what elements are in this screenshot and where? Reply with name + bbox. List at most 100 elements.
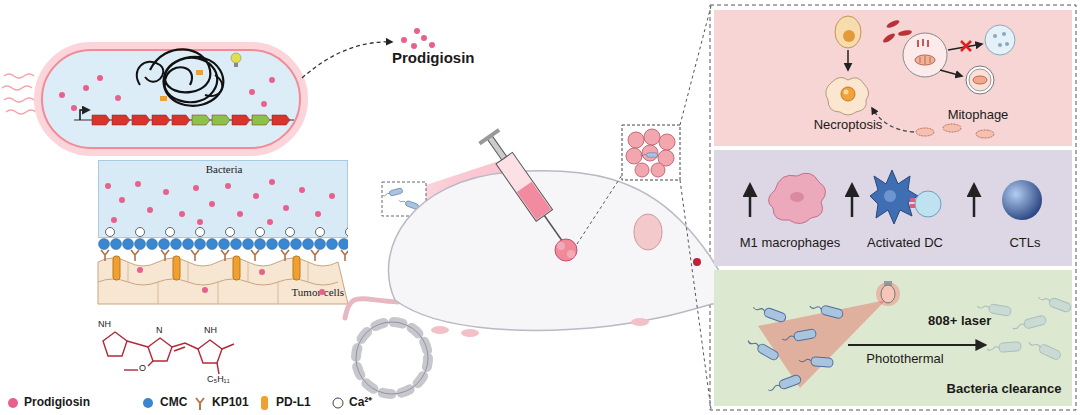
node-label: 808+ laser (928, 314, 1028, 329)
engineered-bacterium (59, 92, 65, 98)
engineered-bacterium (38, 46, 304, 152)
photothermal-box: 808+ laserPhotothermalBacteria clearance (714, 270, 1072, 406)
legend-swatch (261, 396, 268, 410)
secretion-arrow (421, 35, 427, 41)
node-label: Activated DC (855, 236, 955, 251)
legend-shapes (333, 398, 343, 408)
secretion-arrow (429, 42, 435, 48)
engineered-bacterium (115, 95, 121, 101)
engineered-bacterium (234, 63, 238, 67)
secretion-arrow (411, 43, 417, 49)
engineered-bacterium (192, 115, 210, 125)
mouse (693, 258, 701, 266)
engineered-bacterium (269, 77, 275, 83)
engineered-bacterium (137, 62, 223, 96)
radio-waves (2, 86, 32, 90)
legend-label: CMC (160, 396, 187, 409)
engineered-bacterium (252, 115, 270, 125)
syringe (517, 182, 551, 220)
engineered-bacterium (196, 70, 203, 75)
bacteria-layer: Bacteria (98, 160, 348, 238)
legend-swatch (143, 398, 153, 408)
engineered-bacterium (80, 110, 89, 120)
tumor-cell-layer (128, 262, 308, 304)
bacteria-layer-detail (233, 256, 240, 280)
legend-label: PD-L1 (276, 396, 311, 409)
engineered-bacterium (212, 115, 230, 125)
syringe (478, 128, 571, 247)
engineered-bacterium (92, 115, 290, 125)
engineered-bacterium (42, 50, 300, 148)
tumor-zoom (622, 125, 680, 180)
tumor-zoom (659, 134, 675, 150)
legend-label: Ca²⁺ (349, 396, 372, 409)
legend-label: KP101 (212, 396, 249, 409)
legend-label: Prodigiosin (24, 396, 90, 409)
prodigiosin-structure (198, 340, 222, 363)
mouse (555, 239, 577, 261)
engineered-bacterium (97, 75, 103, 81)
engineered-bacterium (38, 46, 304, 152)
syringe (487, 136, 506, 160)
mouse (345, 299, 398, 318)
prodigiosin-structure (172, 343, 198, 351)
prodigiosin-structure (127, 341, 148, 347)
node-label: Bacteria (99, 163, 349, 176)
prodigiosin-structure (148, 361, 153, 366)
tumor-zoom (651, 163, 665, 177)
tumor-cell-layer (98, 258, 348, 304)
node-label: Photothermal (855, 352, 955, 367)
node-label: Tumor cells (248, 286, 344, 299)
kp101-peptide (356, 322, 428, 394)
secretion-arrow (414, 28, 420, 34)
atom-label: NH (204, 326, 217, 336)
secretion-arrow (401, 37, 407, 43)
bacteria-layer-detail (293, 256, 300, 280)
injection-beam (398, 198, 419, 210)
syringe (544, 215, 561, 240)
tumor-cell-layer: Tumor cells (98, 256, 348, 304)
node-label: CTLs (995, 236, 1055, 251)
secretion-arrow (401, 28, 435, 49)
prodigiosin-structure (217, 363, 219, 374)
bacteria-layer-detail (98, 249, 348, 261)
engineered-bacterium (112, 115, 130, 125)
mouse (461, 329, 479, 337)
cell-death-box: NecroptosisMitophage (714, 10, 1072, 146)
radio-waves (2, 74, 36, 114)
bacteria-layer-detail (259, 269, 265, 275)
prodigiosin-structure (148, 338, 172, 361)
radio-waves (4, 74, 34, 78)
engineered-bacterium (172, 115, 190, 125)
mechanism-panel-outline (710, 5, 1076, 410)
engineered-bacterium (59, 75, 275, 111)
syringe (496, 152, 553, 221)
node-label: Necroptosis (808, 118, 888, 133)
prodigiosin-structure (103, 332, 127, 356)
bacteria-layer-detail (113, 256, 120, 280)
engineered-bacterium (272, 115, 290, 125)
tumor-zoom (628, 132, 644, 148)
atom-label: O (139, 364, 146, 374)
bacteria-layer-detail (113, 256, 300, 280)
mouse (631, 318, 649, 326)
tumor-zoom (641, 153, 658, 158)
kp101-peptide (356, 322, 428, 394)
engineered-bacterium (71, 105, 77, 111)
tumor-zoom (680, 180, 711, 409)
engineered-bacterium (160, 96, 167, 101)
engineered-bacterium (231, 53, 241, 63)
radio-waves (4, 98, 34, 102)
immune-box: M1 macrophagesActivated DCCTLs (714, 150, 1072, 266)
bacteria-layer-detail (202, 287, 208, 293)
engineered-bacterium (132, 115, 150, 125)
engineered-bacterium (232, 115, 250, 125)
engineered-bacterium (83, 85, 89, 91)
tumor-zoom (626, 148, 642, 164)
engineered-bacterium (249, 89, 255, 95)
kp101-peptide (356, 322, 428, 394)
tumor-zoom (626, 129, 675, 177)
engineered-bacterium (92, 115, 110, 125)
tumor-zoom (644, 129, 660, 145)
